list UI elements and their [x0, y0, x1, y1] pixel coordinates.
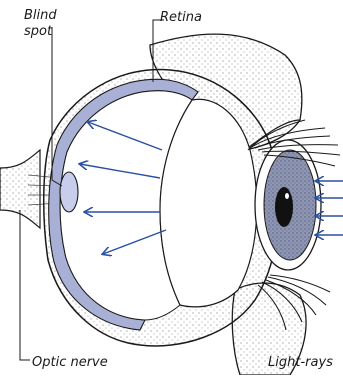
pupil	[275, 187, 293, 227]
blind-spot-disc	[60, 172, 78, 212]
pupil-highlight	[285, 193, 289, 199]
label-blind-spot: Blind spot	[24, 8, 72, 40]
eyeball	[44, 69, 279, 345]
label-light-rays: Light-rays	[268, 355, 333, 370]
label-optic-nerve: Optic nerve	[32, 355, 108, 370]
optic-nerve-leader	[20, 210, 30, 360]
label-retina: Retina	[160, 10, 202, 25]
